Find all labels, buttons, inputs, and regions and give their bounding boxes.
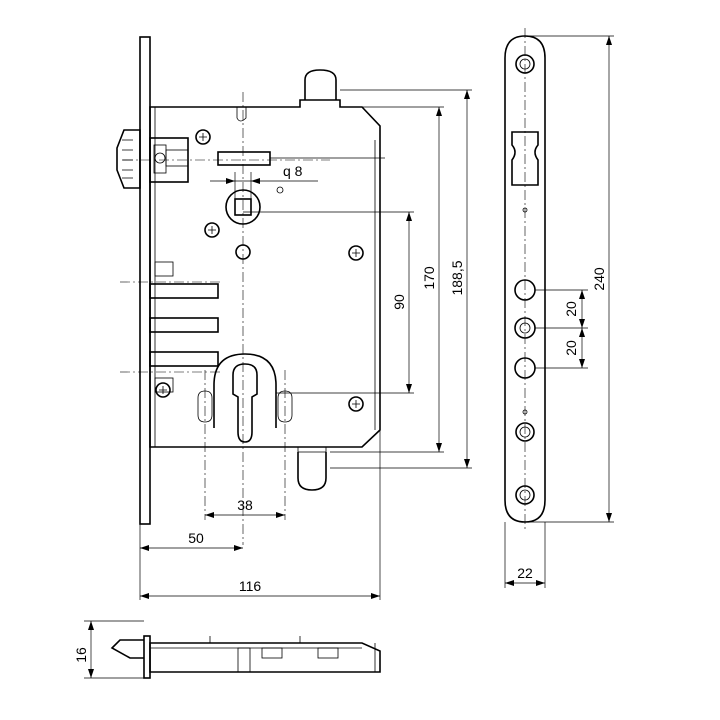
dim-20a-label: 20 [563, 301, 579, 317]
front-plate [139, 36, 151, 525]
dim-240-label: 240 [591, 267, 607, 291]
dim-90-label: 90 [391, 294, 407, 310]
dim-116-label: 116 [239, 578, 262, 594]
latch-bolt [116, 129, 189, 189]
deadbolt-throws [149, 261, 219, 393]
dim-20b-label: 20 [563, 340, 579, 356]
cylinder-cutout [197, 353, 293, 443]
dimension-lines-front [139, 89, 472, 600]
centre-lines [120, 92, 330, 545]
dimension-lines-faceplate [504, 35, 614, 588]
bottom-tab [297, 452, 327, 491]
dim-188-5-label: 188,5 [449, 260, 465, 295]
top-slot [217, 151, 271, 166]
faceplate-view [504, 28, 546, 530]
lock-body-front-view [116, 36, 385, 525]
section-view [110, 635, 381, 679]
dim-16-label: 16 [73, 647, 89, 663]
dim-q8-label: q 8 [283, 163, 303, 179]
screw-icons [155, 129, 364, 412]
dim-170-label: 170 [421, 266, 437, 290]
spindle-hub [225, 186, 284, 225]
dim-38-label: 38 [237, 497, 253, 513]
dim-22-label: 22 [517, 565, 533, 581]
faceplate-outline [504, 35, 546, 523]
top-notch [236, 107, 247, 122]
top-tab [304, 69, 337, 100]
dimension-lines-section [84, 620, 144, 679]
dim-50-label: 50 [188, 530, 204, 546]
latch-opening [511, 131, 539, 186]
